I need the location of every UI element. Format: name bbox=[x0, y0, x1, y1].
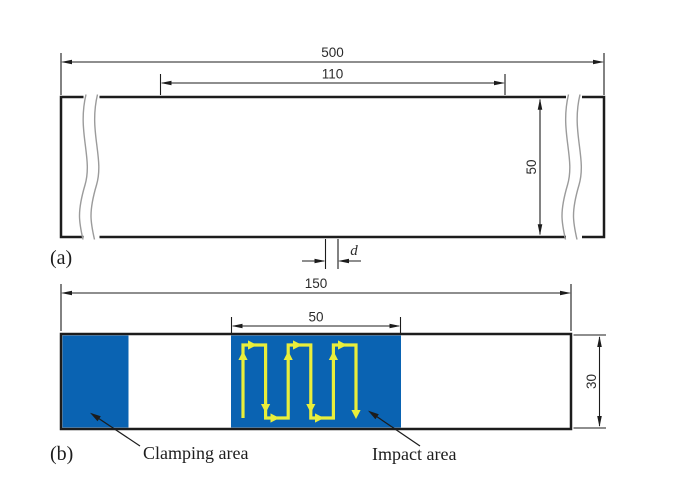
panel-a-label: (a) bbox=[50, 247, 72, 269]
impact-leader-line bbox=[369, 411, 421, 447]
leader-arrowheads bbox=[90, 410, 379, 422]
panel-b-label: (b) bbox=[50, 443, 73, 465]
panel-b: 150 50 30 Clamping area Impact area (b) bbox=[50, 276, 606, 465]
dimension-500: 500 bbox=[60, 45, 605, 95]
specimen-outline-a bbox=[59, 95, 606, 239]
dim-150-label: 150 bbox=[305, 276, 328, 291]
dimension-arrowheads bbox=[61, 59, 604, 427]
dim-110-label: 110 bbox=[322, 67, 344, 82]
dim-500-label: 500 bbox=[321, 45, 344, 60]
break-lines bbox=[78, 94, 583, 240]
panel-a: 500 110 50 d (a) bbox=[50, 45, 606, 269]
dimension-spot-d: d bbox=[302, 239, 361, 269]
dim-30-label: 30 bbox=[584, 374, 599, 389]
dim-50b-label: 50 bbox=[308, 310, 323, 325]
dimension-110: 110 bbox=[159, 67, 506, 95]
dimension-30-width-b: 30 bbox=[573, 334, 606, 429]
clamping-leader-line bbox=[91, 413, 141, 447]
dimension-50-scan-b: 50 bbox=[230, 310, 402, 333]
impact-area-label: Impact area bbox=[372, 444, 456, 464]
impact-area bbox=[231, 335, 401, 428]
clamping-area bbox=[62, 335, 129, 428]
dimension-150: 150 bbox=[60, 276, 572, 331]
dim-d-label: d bbox=[350, 243, 358, 259]
dimension-50-width-a: 50 bbox=[524, 99, 541, 235]
dim-50a-label: 50 bbox=[524, 159, 539, 174]
clamping-area-label: Clamping area bbox=[143, 443, 248, 463]
scan-path-b bbox=[238, 340, 361, 423]
